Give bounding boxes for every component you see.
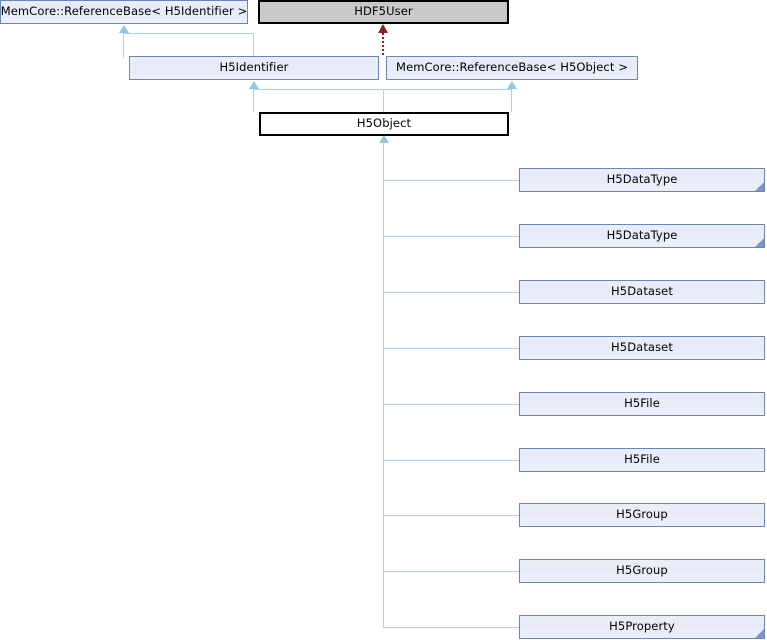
node-label: H5Dataset (611, 284, 673, 299)
node-label: H5Group (616, 507, 668, 522)
node-label: H5File (624, 452, 660, 467)
node-derived-h5group-6[interactable]: H5Group (519, 503, 765, 527)
node-derived-h5group-7[interactable]: H5Group (519, 559, 765, 583)
edge-branch-to-h5file-4 (383, 404, 519, 405)
edge-branch-to-h5file-5 (383, 460, 519, 461)
node-derived-h5datatype-1[interactable]: H5DataType (519, 224, 765, 248)
edge-branch-to-h5group-7 (383, 571, 519, 572)
node-label: H5Dataset (611, 340, 673, 355)
edge-branch-to-h5dataset-3 (383, 348, 519, 349)
edge-h5identifier-to-hdf5user-dotted (382, 33, 384, 55)
node-derived-h5file-5[interactable]: H5File (519, 448, 765, 472)
edge-h5identifier-to-refbase-horizontal (123, 33, 254, 34)
edge-branch-to-h5property-8 (383, 627, 519, 628)
edge-branch-to-h5dataset-2 (383, 292, 519, 293)
node-h5object[interactable]: H5Object (259, 112, 509, 136)
node-label: H5Identifier (219, 60, 289, 75)
node-label: H5DataType (606, 172, 678, 187)
arrowhead-h5object-to-h5identifier (249, 81, 259, 89)
node-label: H5Group (616, 563, 668, 578)
node-label: HDF5User (354, 4, 413, 19)
arrowhead-h5identifier-to-hdf5user (378, 24, 388, 33)
edge-h5object-to-refbase-vertical (511, 89, 512, 112)
node-derived-h5datatype-0[interactable]: H5DataType (519, 168, 765, 192)
edge-derived-trunk (383, 136, 384, 628)
node-label: MemCore::ReferenceBase< H5Object > (396, 60, 628, 75)
edge-h5object-to-h5identifier-vertical (253, 89, 254, 112)
node-hdf5user[interactable]: HDF5User (258, 0, 509, 24)
node-derived-h5dataset-2[interactable]: H5Dataset (519, 280, 765, 304)
node-label: H5File (624, 396, 660, 411)
node-derived-h5file-4[interactable]: H5File (519, 392, 765, 416)
edge-h5identifier-to-refbase-vertical-left (123, 33, 124, 58)
node-memcore-referencebase-h5object[interactable]: MemCore::ReferenceBase< H5Object > (386, 56, 638, 80)
node-label: H5Property (609, 619, 675, 634)
node-derived-h5dataset-3[interactable]: H5Dataset (519, 336, 765, 360)
edge-h5object-parents-horizontal (253, 89, 512, 90)
edge-branch-to-h5datatype-1 (383, 236, 519, 237)
arrowhead-derived-trunk-to-h5object (379, 135, 389, 143)
edge-branch-to-h5group-6 (383, 515, 519, 516)
node-label: H5Object (356, 116, 412, 131)
node-memcore-referencebase-h5identifier[interactable]: MemCore::ReferenceBase< H5Identifier > (0, 0, 248, 24)
edge-branch-to-h5datatype-0 (383, 180, 519, 181)
edge-h5object-trunk-up (383, 89, 384, 112)
node-h5identifier[interactable]: H5Identifier (129, 56, 379, 80)
arrowhead-h5object-to-refbase (507, 81, 517, 89)
node-label: MemCore::ReferenceBase< H5Identifier > (0, 4, 248, 19)
arrowhead-h5identifier-to-refbase (119, 25, 129, 33)
node-label: H5DataType (606, 228, 678, 243)
node-derived-h5property-8[interactable]: H5Property (519, 615, 765, 639)
edge-h5identifier-to-refbase-vertical-right (253, 33, 254, 56)
